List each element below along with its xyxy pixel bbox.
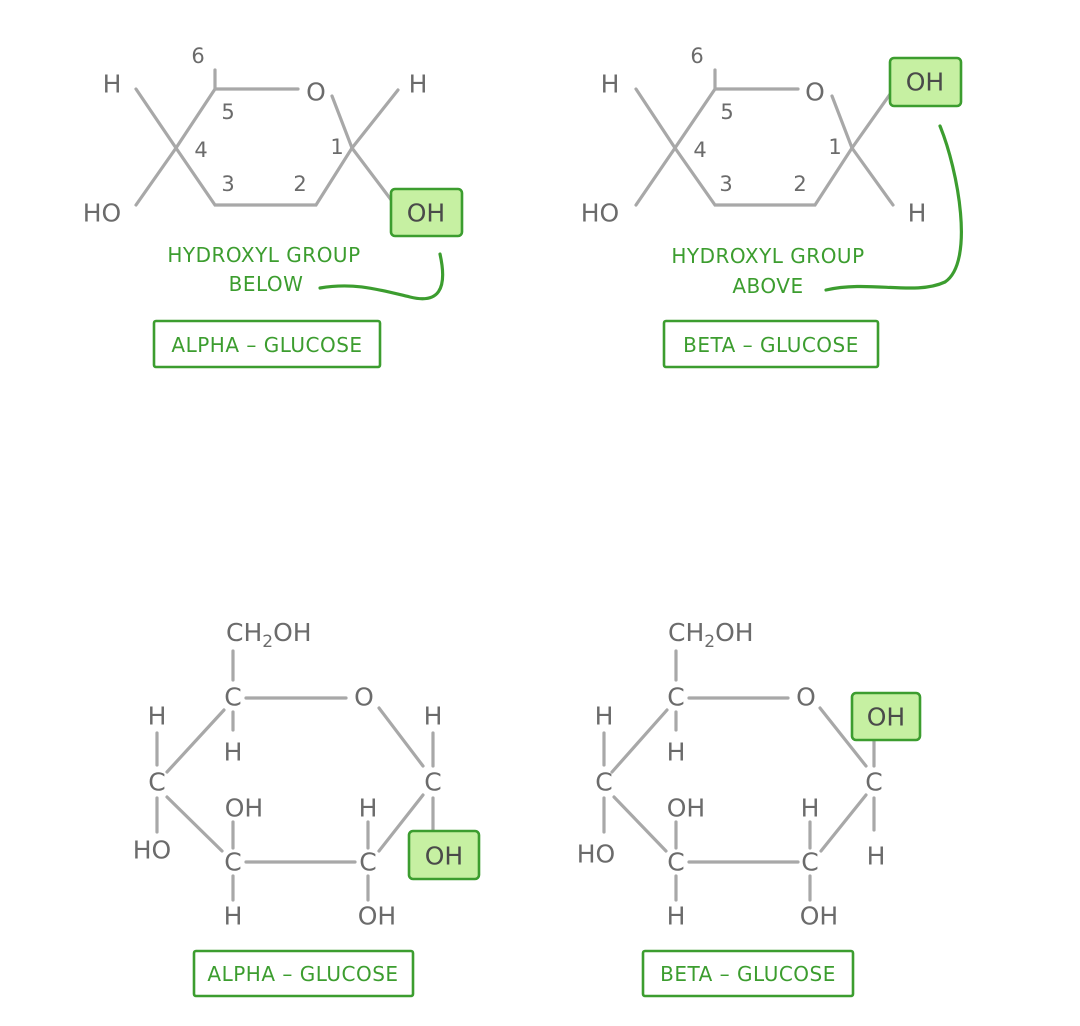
beta-structural-h-c1: H	[867, 842, 886, 871]
beta-structural-ch2oh: CH2OH	[668, 618, 754, 653]
alpha-ch2oh-oh: OH	[273, 618, 311, 647]
beta-haworth-label: BETA – GLUCOSE	[662, 319, 880, 369]
beta-haworth: H HO O H 6 5 4 3 2 1 OH HYDROXYL GROUP A…	[581, 44, 963, 369]
beta-ch2oh-sub: 2	[704, 632, 715, 652]
beta-structural-c2: C	[801, 848, 818, 877]
alpha-structural: CH2OH C O H H C HO OH C H H C OH H C OH …	[133, 618, 481, 998]
beta-structural-h-c5: H	[667, 738, 686, 767]
alpha-structural-c1: C	[424, 768, 441, 797]
beta-haworth-num-6: 6	[690, 44, 703, 68]
alpha-haworth-oh-highlight: OH	[389, 187, 464, 238]
beta-haworth-ring-oxygen: O	[805, 78, 825, 107]
alpha-structural-oh-c2: OH	[358, 902, 396, 931]
beta-structural-bonds	[602, 649, 876, 902]
alpha-structural-bonds	[155, 649, 435, 902]
beta-haworth-num-5: 5	[720, 100, 733, 124]
beta-haworth-oh-c1: OH	[906, 68, 944, 97]
alpha-ch2oh-sub: 2	[262, 632, 273, 652]
beta-haworth-oh-highlight: OH	[888, 56, 963, 108]
alpha-structural-h-c4-top: H	[148, 702, 167, 731]
beta-structural-c4: C	[595, 768, 612, 797]
alpha-haworth: H HO O H 6 5 4 3 2 1 OH HYDROXYL GROUP B…	[83, 44, 464, 369]
beta-haworth-num-3: 3	[719, 172, 732, 196]
beta-haworth-label-text: BETA – GLUCOSE	[683, 333, 859, 357]
beta-structural-c3: C	[667, 848, 684, 877]
beta-structural-h-c4-top: H	[595, 702, 614, 731]
beta-structural-ho-c4: HO	[577, 840, 615, 869]
beta-haworth-num-2: 2	[793, 172, 806, 196]
beta-ch2oh-ch: CH	[668, 618, 704, 647]
alpha-haworth-num-5: 5	[221, 100, 234, 124]
beta-structural-c1: C	[865, 768, 882, 797]
alpha-haworth-num-2: 2	[293, 172, 306, 196]
alpha-haworth-num-1: 1	[330, 135, 343, 159]
alpha-structural-c5: C	[224, 683, 241, 712]
beta-structural-oh-highlight: OH	[850, 691, 922, 742]
alpha-haworth-label: ALPHA – GLUCOSE	[152, 319, 382, 369]
alpha-haworth-num-4: 4	[194, 138, 207, 162]
svg-text:CH2OH: CH2OH	[226, 618, 312, 653]
beta-structural-c5: C	[667, 683, 684, 712]
alpha-haworth-ring-oxygen: O	[306, 78, 326, 107]
beta-haworth-num-4: 4	[693, 138, 706, 162]
alpha-haworth-label-text: ALPHA – GLUCOSE	[171, 333, 362, 357]
beta-haworth-h-c1: H	[908, 199, 927, 228]
alpha-structural-oh-c1: OH	[425, 842, 463, 871]
alpha-haworth-bonds	[134, 68, 400, 207]
alpha-haworth-h-left: H	[103, 70, 122, 99]
alpha-structural-c2: C	[359, 848, 376, 877]
alpha-haworth-ho-left: HO	[83, 199, 121, 228]
alpha-structural-ring-oxygen: O	[354, 683, 374, 712]
alpha-structural-oh-c3: OH	[225, 794, 263, 823]
alpha-haworth-oh-c1: OH	[407, 199, 445, 228]
alpha-haworth-note-line1: HYDROXYL GROUP	[167, 243, 360, 267]
beta-haworth-num-1: 1	[828, 135, 841, 159]
alpha-structural-ho-c4: HO	[133, 836, 171, 865]
alpha-structural-ch2oh: CH2OH	[226, 618, 312, 653]
alpha-structural-c3: C	[224, 848, 241, 877]
alpha-haworth-note-line2: BELOW	[229, 272, 304, 296]
alpha-structural-label-text: ALPHA – GLUCOSE	[207, 962, 398, 986]
beta-structural-h-c2: H	[801, 794, 820, 823]
beta-haworth-h-left: H	[601, 70, 620, 99]
beta-structural-label: BETA – GLUCOSE	[641, 949, 855, 998]
beta-structural-h-c3: H	[667, 902, 686, 931]
beta-haworth-pointer-line	[824, 124, 963, 292]
alpha-structural-label: ALPHA – GLUCOSE	[192, 949, 415, 998]
alpha-structural-h-c5: H	[224, 738, 243, 767]
beta-haworth-note-line2: ABOVE	[732, 274, 803, 298]
beta-structural-label-text: BETA – GLUCOSE	[660, 962, 836, 986]
beta-structural-oh-c2: OH	[800, 902, 838, 931]
beta-ch2oh-oh: OH	[715, 618, 753, 647]
alpha-haworth-num-3: 3	[221, 172, 234, 196]
alpha-structural-c4: C	[148, 768, 165, 797]
alpha-haworth-pointer-line	[318, 252, 445, 301]
alpha-structural-oh-highlight: OH	[407, 829, 481, 881]
alpha-haworth-num-6: 6	[191, 44, 204, 68]
alpha-ch2oh-ch: CH	[226, 618, 262, 647]
beta-structural: CH2OH C O H H C HO OH C H H C OH C H OH …	[577, 618, 922, 998]
alpha-structural-h-c3: H	[224, 902, 243, 931]
alpha-structural-h-c1: H	[424, 702, 443, 731]
beta-haworth-bonds	[634, 68, 895, 207]
beta-haworth-ho-left: HO	[581, 199, 619, 228]
beta-haworth-note-line1: HYDROXYL GROUP	[671, 244, 864, 268]
beta-structural-oh-c3: OH	[667, 794, 705, 823]
svg-text:CH2OH: CH2OH	[668, 618, 754, 653]
alpha-haworth-h-c1: H	[409, 70, 428, 99]
beta-structural-oh-c1: OH	[867, 703, 905, 732]
alpha-structural-h-c2: H	[359, 794, 378, 823]
beta-structural-ring-oxygen: O	[796, 683, 816, 712]
